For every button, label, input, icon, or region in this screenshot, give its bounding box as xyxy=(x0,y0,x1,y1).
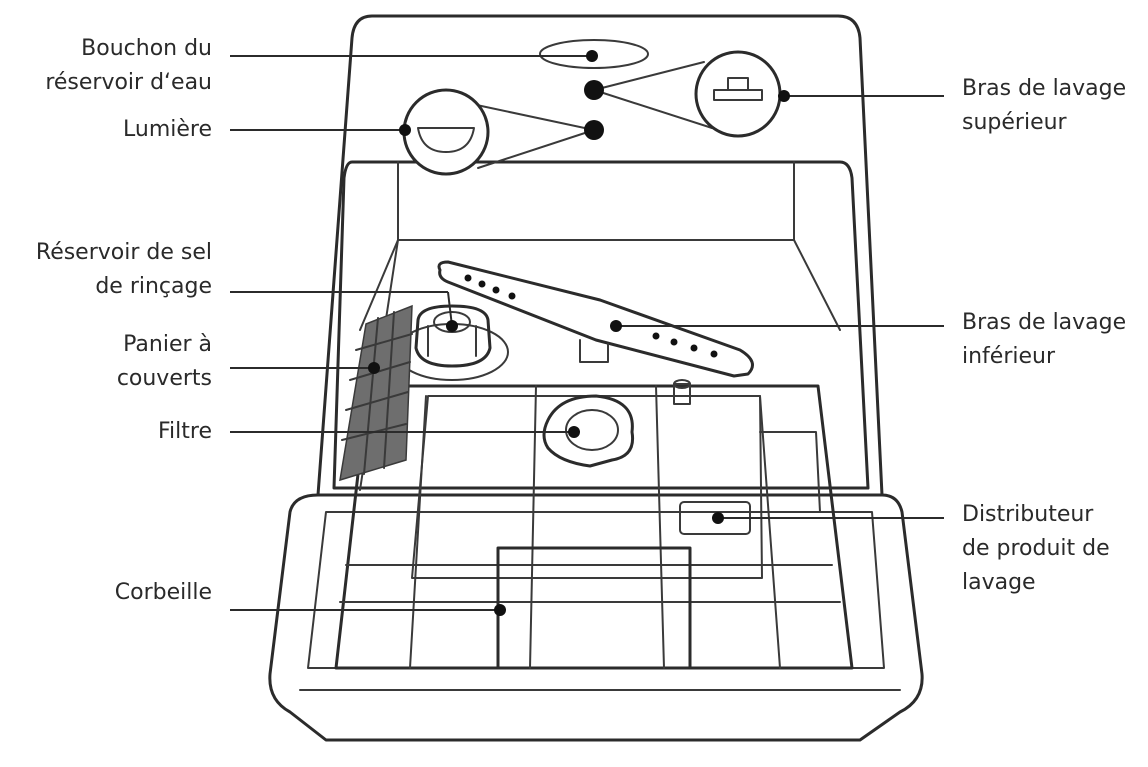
label-filtre: Filtre xyxy=(0,415,212,449)
label-bouchon-line2: réservoir d‘eau xyxy=(45,70,212,95)
marker-bras-inf xyxy=(610,320,622,332)
marker-upper-1 xyxy=(584,80,604,100)
label-panier: Panier à couverts xyxy=(0,328,212,396)
water-cap-shape xyxy=(539,39,649,69)
marker-light-1 xyxy=(584,120,604,140)
label-bras-inf-line1: Bras de lavage xyxy=(962,310,1127,335)
label-bras-inf-line2: inférieur xyxy=(962,344,1056,369)
marker-sel xyxy=(446,320,458,332)
label-sel-line1: Réservoir de sel xyxy=(35,240,212,265)
label-distributeur-line3: lavage xyxy=(962,570,1036,595)
label-panier-line1: Panier à xyxy=(123,332,212,357)
label-bras-inf: Bras de lavage inférieur xyxy=(962,306,1142,374)
door-inner xyxy=(307,511,885,669)
label-distributeur-line1: Distributeur xyxy=(962,502,1094,527)
label-corbeille-line1: Corbeille xyxy=(114,580,212,605)
label-sel: Réservoir de sel de rinçage xyxy=(0,236,212,304)
lower-wash-arm xyxy=(437,260,754,378)
label-distributeur-line2: de produit de xyxy=(962,536,1110,561)
label-sel-line2: de rinçage xyxy=(95,274,212,299)
marker-distributeur xyxy=(712,512,724,524)
marker-bouchon xyxy=(586,50,598,62)
tub-back-wall xyxy=(397,161,795,241)
label-lumiere: Lumière xyxy=(0,113,212,147)
label-bras-sup: Bras de lavage supérieur xyxy=(962,72,1142,140)
door-outline xyxy=(268,493,924,742)
label-panier-line2: couverts xyxy=(116,366,212,391)
basket-outline xyxy=(334,384,854,670)
marker-filtre xyxy=(568,426,580,438)
label-distributeur: Distributeur de produit de lavage xyxy=(962,498,1142,600)
upper-arm-magnifier xyxy=(694,50,782,138)
tub-opening xyxy=(332,160,870,490)
label-bouchon: Bouchon du réservoir d‘eau xyxy=(0,32,212,100)
label-bras-sup-line2: supérieur xyxy=(962,110,1067,135)
salt-cap xyxy=(414,304,492,368)
filter-ring xyxy=(542,394,635,468)
label-bouchon-line1: Bouchon du xyxy=(81,36,212,61)
label-bras-sup-line1: Bras de lavage xyxy=(962,76,1127,101)
label-filtre-line1: Filtre xyxy=(157,419,212,444)
label-lumiere-line1: Lumière xyxy=(123,117,212,142)
light-magnifier xyxy=(402,88,490,176)
marker-lumiere xyxy=(399,124,411,136)
label-corbeille: Corbeille xyxy=(0,576,212,610)
marker-bras-sup xyxy=(778,90,790,102)
marker-panier xyxy=(368,362,380,374)
marker-corbeille xyxy=(494,604,506,616)
